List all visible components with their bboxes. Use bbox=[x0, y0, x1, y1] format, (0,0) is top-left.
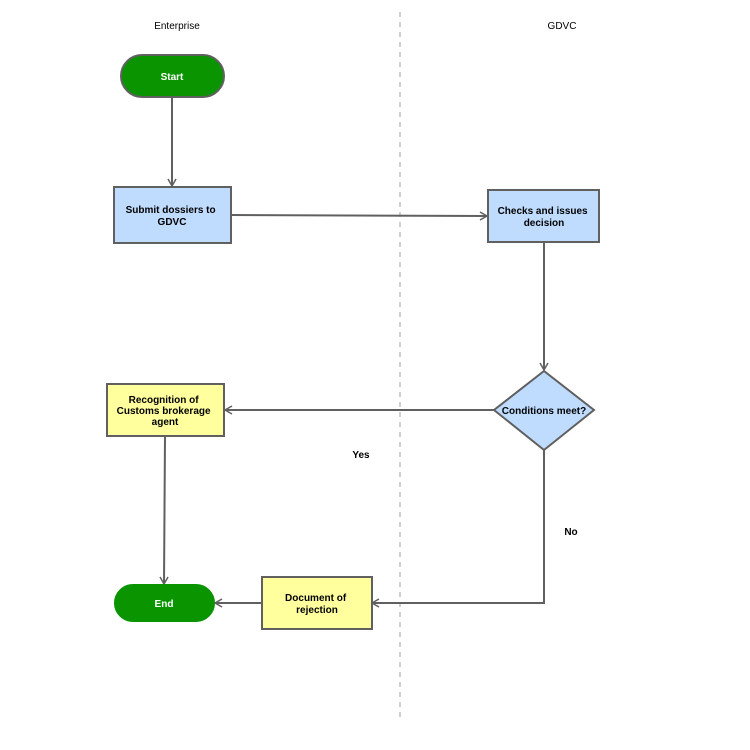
checks-label-line-1: Checks and issues bbox=[498, 206, 588, 217]
rejection-label-line-2: rejection bbox=[296, 605, 338, 616]
submit-label-line-2: GDVC bbox=[158, 217, 187, 228]
edge-label-yes: Yes bbox=[352, 450, 370, 461]
conditions-label: Conditions meet? bbox=[502, 406, 586, 417]
recognition-label-line-1: Recognition of bbox=[129, 395, 200, 406]
rejection-label-line-1: Document of bbox=[285, 593, 347, 604]
svg-text:Recognition of Customs b: Recognition of Customs brokerage agent bbox=[117, 395, 214, 428]
submit-dossiers-node: Submit dossiers to GDVC bbox=[113, 186, 232, 244]
edge-submit-to-checks bbox=[230, 211, 489, 221]
start-node: Start bbox=[120, 54, 225, 98]
edge-label-no: No bbox=[564, 527, 577, 538]
recognition-node: Recognition of Customs brokerage agent bbox=[106, 383, 225, 437]
svg-text:Document of rejection: Document of rejection bbox=[285, 593, 349, 616]
recognition-label-line-2: Customs brokerage bbox=[117, 406, 211, 417]
start-label: Start bbox=[161, 72, 184, 83]
rejection-node: Document of rejection bbox=[261, 576, 373, 630]
conditions-decision-node: Conditions meet? bbox=[492, 369, 596, 452]
recognition-label-line-3: agent bbox=[152, 417, 179, 428]
edge-recognition-to-end bbox=[159, 435, 169, 586]
edge-conditions-to-rejection bbox=[370, 450, 545, 608]
lane-title-gdvc: GDVC bbox=[548, 21, 577, 32]
svg-text:Submit dossiers to GDVC: Submit dossiers to GDVC bbox=[126, 205, 219, 228]
svg-text:Checks and issues decisi: Checks and issues decision bbox=[498, 206, 591, 229]
end-label: End bbox=[155, 599, 174, 610]
checks-label-line-2: decision bbox=[524, 218, 565, 229]
lane-title-enterprise: Enterprise bbox=[154, 21, 200, 32]
checks-decision-node: Checks and issues decision bbox=[487, 189, 600, 243]
end-node: End bbox=[114, 584, 215, 622]
submit-label-line-1: Submit dossiers to bbox=[126, 205, 216, 216]
